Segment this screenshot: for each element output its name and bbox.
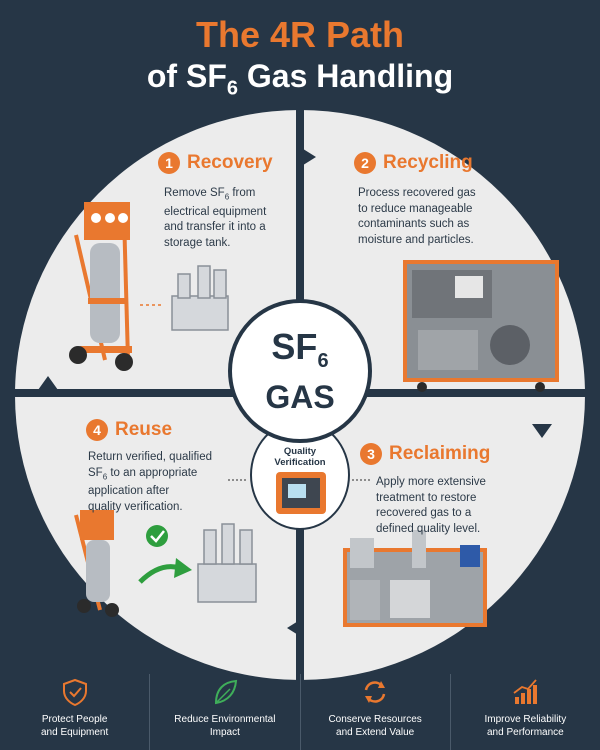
step-number: 4 [86,419,108,441]
shield-check-icon [59,676,91,708]
step-number: 1 [158,152,180,174]
reclaiming-description: Apply more extensive treatment to restor… [376,476,486,535]
checkmark-icon [146,525,168,547]
benefits-footer: Protect People and Equipment Reduce Envi… [0,674,600,750]
breaker-sketch-recovery [171,265,229,331]
recovery-cart-illustration [69,202,133,371]
arrow-right-icon [300,147,316,167]
title-line2: of SF6 Gas Handling [146,58,454,100]
arrow-down-icon [532,424,552,438]
reuse-description: Return verified, qualified SF6 to an app… [88,451,213,513]
arrow-left-icon [287,618,303,638]
recycling-description: Process recovered gas to reduce manageab… [358,187,476,246]
growth-chart-icon [509,676,541,708]
breaker-sketch-reuse [197,523,257,603]
recycling-machine-illustration [403,260,559,392]
benefit-environment: Reduce Environmental Impact [149,674,299,750]
recovery-heading: 1 Recovery [158,152,273,174]
reuse-cart-illustration [74,510,119,617]
benefit-reliability: Improve Reliability and Performance [449,674,600,750]
reclaiming-machine-illustration [343,530,487,627]
center-sf6-badge: SF6 GAS [228,299,372,443]
recycling-heading: 2 Recycling [354,152,473,174]
recovery-description: Remove SF6 from electrical equipment and… [164,187,267,249]
benefit-protect: Protect People and Equipment [0,674,149,750]
step-number: 2 [354,152,376,174]
reuse-heading: 4 Reuse [86,419,172,441]
step-number: 3 [360,443,382,465]
reclaiming-heading: 3 Reclaiming [360,443,490,465]
title-line1: The 4R Path [195,14,405,55]
quality-case-front [276,472,326,514]
benefit-conserve: Conserve Resources and Extend Value [299,674,450,750]
leaf-icon [209,676,241,708]
cycle-arrows-icon [359,676,391,708]
arrow-up-icon [38,376,58,390]
quadrant-panels [15,110,585,680]
